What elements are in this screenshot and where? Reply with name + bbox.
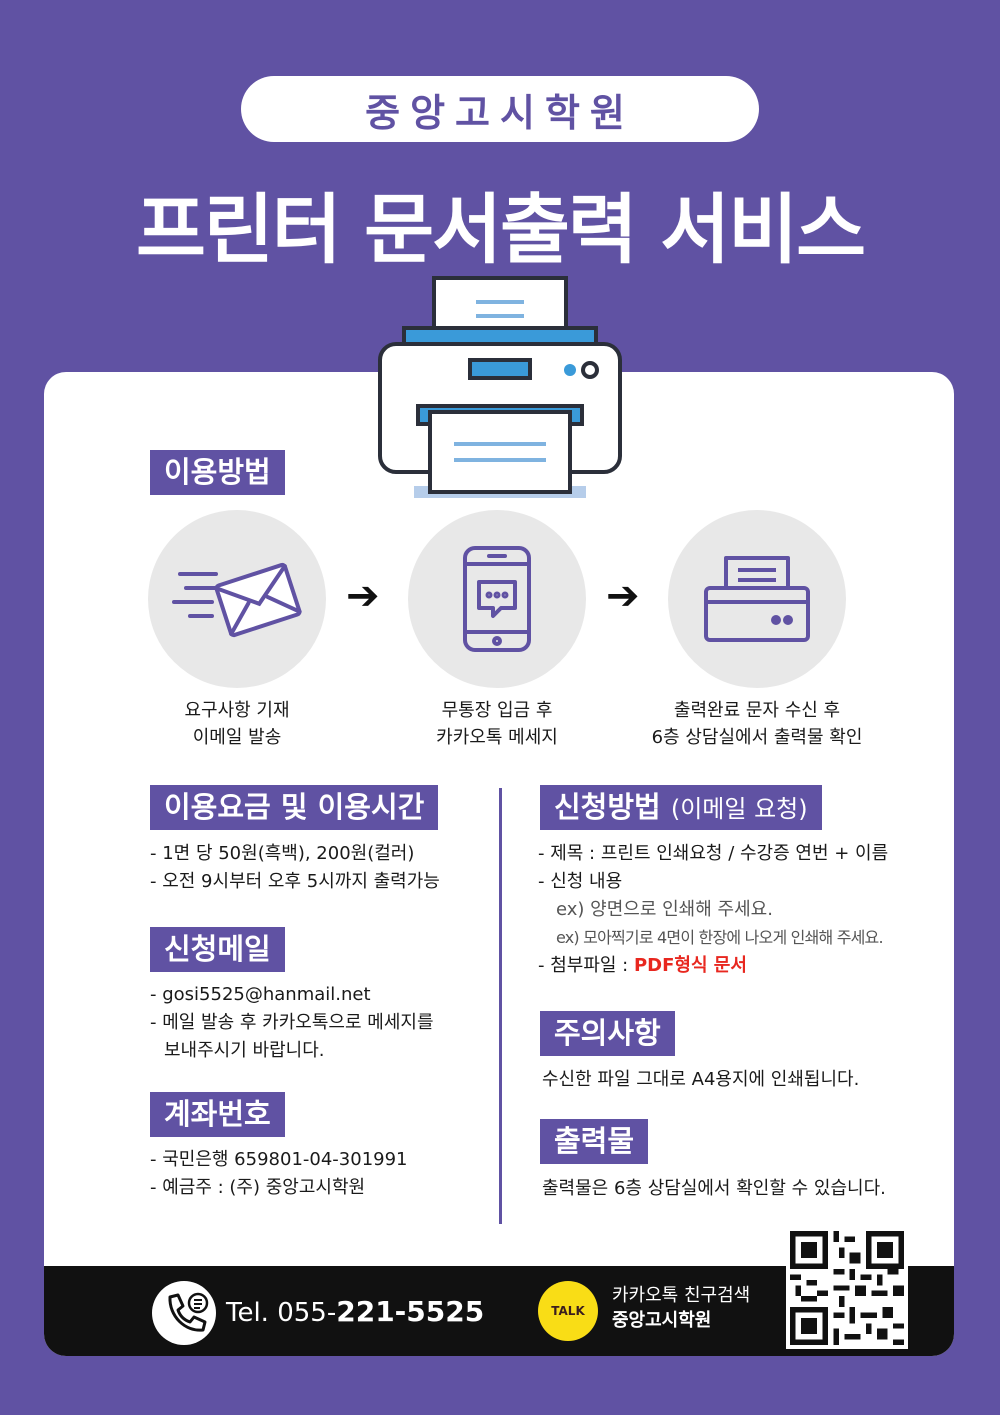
org-name-pill: 중앙고시학원 <box>241 76 759 142</box>
account-list: - 국민은행 659801-04-301991 - 예금주 : (주) 중앙고시… <box>150 1149 408 1198</box>
caution-tag: 주의사항 <box>540 1011 675 1056</box>
step-arrow-1: ➔ <box>346 573 380 619</box>
caution-text: 수신한 파일 그대로 A4용지에 인쇄됩니다. <box>542 1069 860 1090</box>
phone-icon <box>152 1281 216 1345</box>
step-printer-circle <box>668 510 846 688</box>
qr-code-icon <box>790 1231 904 1345</box>
tel-number[interactable]: Tel. 055-221-5525 <box>226 1295 485 1328</box>
apply-tag: 신청방법 (이메일 요청) <box>540 785 822 830</box>
printer-illustration-icon <box>378 276 622 498</box>
fees-list: - 1면 당 50원(흑백), 200원(컬러) - 오전 9시부터 오후 5시… <box>150 843 440 892</box>
step-caption-1: 요구사항 기재 이메일 발송 <box>184 700 290 748</box>
output-tag: 출력물 <box>540 1119 649 1164</box>
smartphone-chat-icon <box>463 546 531 652</box>
qr-code[interactable] <box>786 1227 908 1349</box>
step-email-circle <box>148 510 326 688</box>
email-icon <box>172 562 302 638</box>
kakao-search-info: 카카오톡 친구검색 중앙고시학원 <box>612 1285 751 1331</box>
fees-tag: 이용요금 및 이용시간 <box>150 785 439 830</box>
org-name: 중앙고시학원 <box>365 90 635 135</box>
step-arrow-2: ➔ <box>606 573 640 619</box>
column-divider <box>499 788 502 1224</box>
output-text: 출력물은 6층 상담실에서 확인할 수 있습니다. <box>542 1178 886 1199</box>
email-tag: 신청메일 <box>150 927 285 972</box>
email-list: - gosi5525@hanmail.net - 메일 발송 후 카카오톡으로 … <box>150 984 434 1061</box>
step-phone-circle <box>408 510 586 688</box>
apply-list: - 제목 : 프린트 인쇄요청 / 수강증 연번 + 이름 - 신청 내용 ex… <box>538 843 889 976</box>
page-title: 프린터 문서출력 서비스 <box>135 185 866 274</box>
attach-format: PDF형식 문서 <box>633 955 747 976</box>
account-tag: 계좌번호 <box>150 1092 285 1137</box>
step-caption-2: 무통장 입금 후 카카오톡 메세지 <box>436 700 558 748</box>
usage-tag: 이용방법 <box>150 450 285 495</box>
kakao-talk-icon: TALK <box>538 1281 598 1341</box>
printer-icon <box>704 556 810 642</box>
step-caption-3: 출력완료 문자 수신 후 6층 상담실에서 출력물 확인 <box>651 700 863 748</box>
